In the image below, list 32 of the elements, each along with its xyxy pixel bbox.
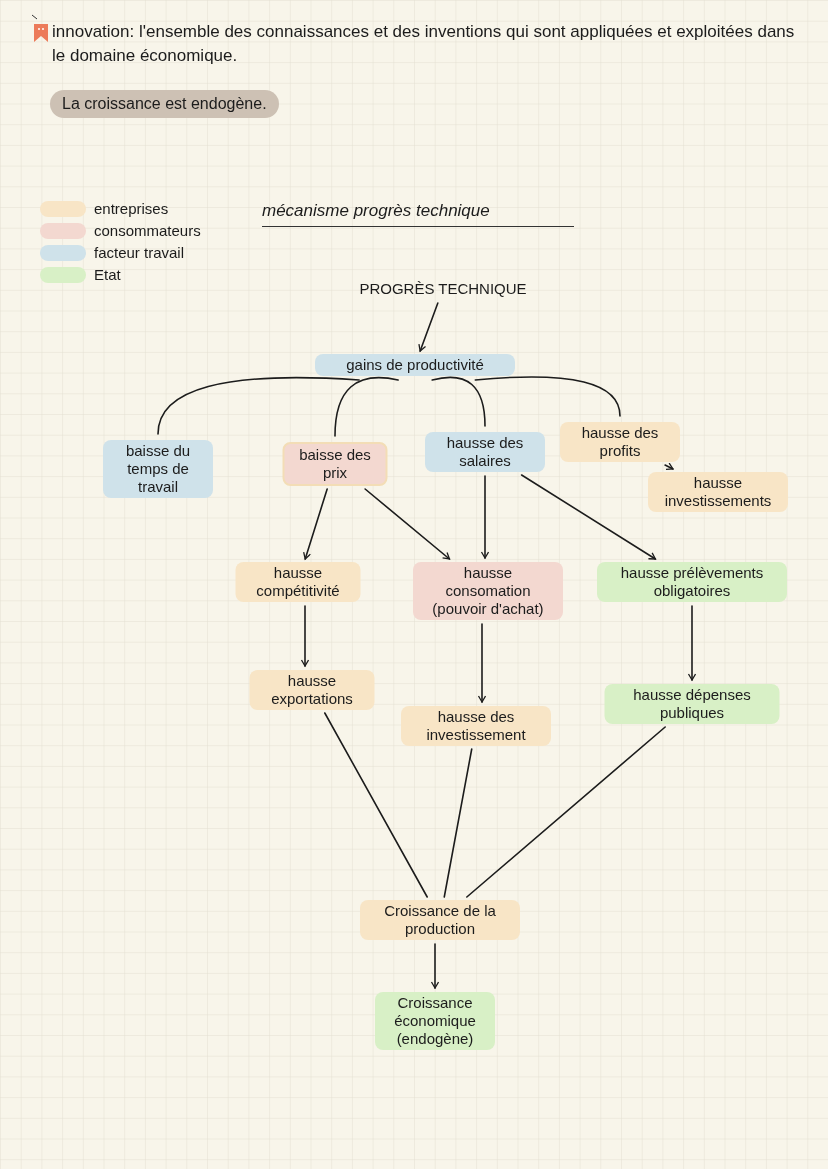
arrow — [687, 605, 697, 681]
concept-heading: PROGRÈS TECHNIQUE — [333, 278, 553, 300]
highlighted-concept: gains de productivité — [315, 354, 515, 376]
legend-label: consommateurs — [94, 222, 201, 240]
highlighted-concept: baisse du temps de travail — [103, 440, 213, 498]
highlighted-concept: hausse des salaires — [425, 432, 545, 472]
highlighted-concept: hausse dépenses publiques — [604, 684, 780, 724]
highlighted-concept: hausse consomation (pouvoir d'achat) — [413, 562, 563, 620]
highlighted-concept: hausse compétitivité — [235, 562, 361, 602]
arrow — [520, 474, 657, 560]
highlighted-concept: hausse des investissement — [401, 706, 551, 746]
arrow — [480, 475, 490, 559]
highlighted-concept: hausse des profits — [560, 422, 680, 462]
legend-label: entreprises — [94, 200, 169, 218]
diagram-title: mécanisme progrès technique — [262, 198, 574, 227]
arrow — [303, 488, 328, 560]
arrow — [664, 462, 674, 471]
highlighted-concept: hausse investissements — [648, 472, 788, 512]
arrow — [364, 488, 451, 560]
legend-label: facteur travail — [94, 244, 185, 262]
arrow — [430, 943, 440, 989]
highlighted-concept: Croissance de la production — [360, 900, 520, 940]
highlighted-concept: hausse prélèvements obligatoires — [597, 562, 787, 602]
arrow — [418, 302, 439, 352]
definition-text: innovation: l'ensemble des connaissances et des inventions qui sont appliquées et exploitées dans le domaine économique. — [52, 21, 796, 67]
highlighted-concept: baisse des prix — [282, 442, 388, 486]
highlighted-concept: Croissance économique (endogène) — [375, 992, 495, 1050]
highlighted-concept: hausse exportations — [249, 670, 375, 710]
arrow — [300, 605, 310, 667]
highlighted-note: La croissance est endogène. — [50, 90, 279, 118]
arrow — [477, 623, 487, 703]
legend-label: Etat — [94, 266, 121, 284]
